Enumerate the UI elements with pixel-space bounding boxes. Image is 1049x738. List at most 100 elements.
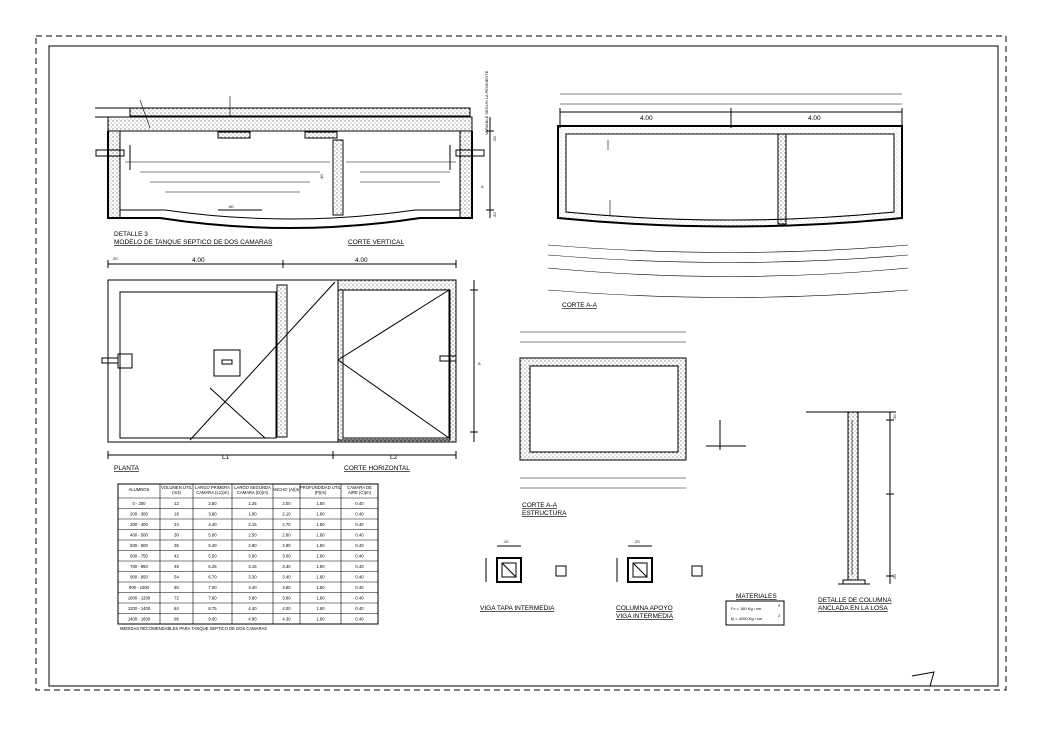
corte-aa-top-title: CORTE A-A	[562, 302, 598, 309]
viga-tapa-detail	[485, 545, 567, 583]
table-cell: 200 - 300	[130, 512, 148, 517]
table-cell: 3.80	[282, 585, 291, 590]
table-cell: 400 - 500	[130, 533, 148, 538]
detalle-columna-detail	[806, 411, 896, 585]
table-cell: 9.60	[208, 617, 217, 622]
inner-border	[48, 45, 999, 687]
table-header-cell: ALUMNOS	[129, 487, 150, 492]
table-cell: 2.70	[282, 522, 291, 527]
table-cell: 2.00	[282, 501, 291, 506]
table-header-cell: LARGO PRIMERA	[195, 485, 230, 490]
dim-columna-bottom: .20	[892, 574, 897, 580]
corte-vertical-section	[95, 96, 494, 229]
table-cell: 3.80	[248, 596, 257, 601]
dim-planta-d400a: 4.00	[192, 257, 205, 264]
table-cell: 1.25	[248, 501, 257, 506]
viga-tapa-title: VIGA TAPA INTERMEDIA	[480, 605, 555, 612]
table-cell: 48	[174, 564, 179, 569]
table-cell: 3.00	[282, 554, 291, 559]
table-cell: 1.60	[316, 543, 325, 548]
table-cell: 3.30	[282, 564, 291, 569]
planta-section	[101, 260, 478, 459]
table-cell: 96	[174, 617, 179, 622]
material-fc-exp: 2	[778, 603, 781, 608]
table-cell: 4.00	[282, 606, 291, 611]
corte-aa-mid-title: CORTE A-A	[522, 502, 558, 509]
dim-variable-note: VARIABLE SEGUN LA PENDIENTE	[484, 70, 489, 135]
material-fc: Fc = 180 Kg / cm	[731, 606, 762, 611]
table-cell: 30	[174, 533, 179, 538]
table-cell: 0.40	[355, 543, 364, 548]
dim-corte-vertical-d20: .20	[492, 136, 497, 142]
table-cell: 1.80	[248, 512, 257, 517]
corte-horizontal-title: CORTE HORIZONTAL	[344, 465, 410, 472]
table-cell: 7.00	[208, 585, 217, 590]
viga-intermedia-title: VIGA INTERMEDIA	[616, 613, 674, 620]
dim-planta-l2: L2	[390, 454, 398, 461]
table-frame	[117, 483, 379, 625]
materials-box	[725, 600, 785, 626]
materiales-title: MATERIALES	[736, 593, 777, 600]
anclada-title: ANCLADA EN LA LOSA	[818, 605, 888, 612]
table-header-cell: (m3)	[172, 490, 181, 495]
dim-corte-aa-d400c: 4.00	[640, 115, 653, 122]
table-note: MEDIDAS RECOMENDABLES PARA TANQUE SEPTIC…	[120, 626, 267, 631]
corte-aa-top-section	[547, 93, 909, 298]
table-cell: 12	[174, 501, 179, 506]
table-cell: 0 - 200	[132, 501, 146, 506]
table-cell: 5.00	[208, 533, 217, 538]
table-cell: 54	[174, 575, 179, 580]
table-cell: 3.40	[282, 575, 291, 580]
detalle-columna-title: DETALLE DE COLUMNA	[818, 597, 892, 604]
table-header-cell: AIRE (C)(m)	[348, 490, 372, 495]
dim-columna-top: .20	[892, 414, 897, 420]
table-cell: 8.75	[208, 606, 217, 611]
table-cell: 2.10	[282, 512, 291, 517]
material-fy: fy = 4200 Kg / cm	[731, 616, 763, 621]
table-header-cell: PROFUNDIDAD UTIL	[300, 485, 342, 490]
table-header-cell: ANCHO (A)(m)	[272, 487, 301, 492]
table-cell: 1.60	[316, 564, 325, 569]
table-cell: 6.25	[208, 564, 217, 569]
table-cell: 4.30	[282, 617, 291, 622]
table-cell: 0.40	[355, 606, 364, 611]
dim-viga-tapa-d20: .20	[503, 539, 509, 544]
table-header-cell: LARGO SEGUNDA	[234, 485, 271, 490]
table-cell: 0.40	[355, 564, 364, 569]
table-header-cell: (P)(m)	[315, 490, 327, 495]
table-cell: 1400 - 1600	[128, 617, 151, 622]
table-cell: 3.00	[248, 554, 257, 559]
dim-planta-d20: .20	[112, 256, 118, 261]
table-cell: 0.40	[355, 554, 364, 559]
material-fy-exp: 2	[778, 613, 781, 618]
dim-planta-d400b: 4.00	[355, 257, 368, 264]
table-cell: 60	[174, 585, 179, 590]
estructura-title: ESTRUCTURA	[522, 510, 567, 517]
table-cell: 4.80	[248, 617, 257, 622]
table-cell: 1.50	[316, 501, 325, 506]
table-cell: 600 - 750	[130, 554, 148, 559]
table-cell: 0.40	[355, 585, 364, 590]
table-cell: 3.80	[208, 512, 217, 517]
table-cell: 72	[174, 596, 179, 601]
table-cell: 1.60	[316, 533, 325, 538]
dim-planta-a: A	[478, 361, 481, 366]
table-cell: 1.60	[316, 596, 325, 601]
table-cell: 500 - 600	[130, 543, 148, 548]
table-cell: 3.80	[282, 596, 291, 601]
table-cell: 0.40	[355, 617, 364, 622]
table-cell: 900 - 1000	[129, 585, 150, 590]
table-cell: 1.60	[316, 585, 325, 590]
table-cell: 0.40	[355, 512, 364, 517]
dim-corte-vertical-d60: .60	[228, 204, 234, 209]
modelo-title: MODELO DE TANQUE SEPTICO DE DOS CAMARAS	[114, 239, 273, 246]
table-cell: 300 - 400	[130, 522, 148, 527]
table-cell: 2.50	[248, 533, 257, 538]
table-cell: 7.60	[208, 596, 217, 601]
scale-marker-icon	[911, 671, 935, 687]
detalle3-title: DETALLE 3	[114, 231, 148, 238]
dim-corte-vertical-d40: .40	[319, 174, 324, 180]
table-header-cell: CAMARA (L1)(m)	[196, 490, 229, 495]
table-cell: 1.60	[316, 575, 325, 580]
